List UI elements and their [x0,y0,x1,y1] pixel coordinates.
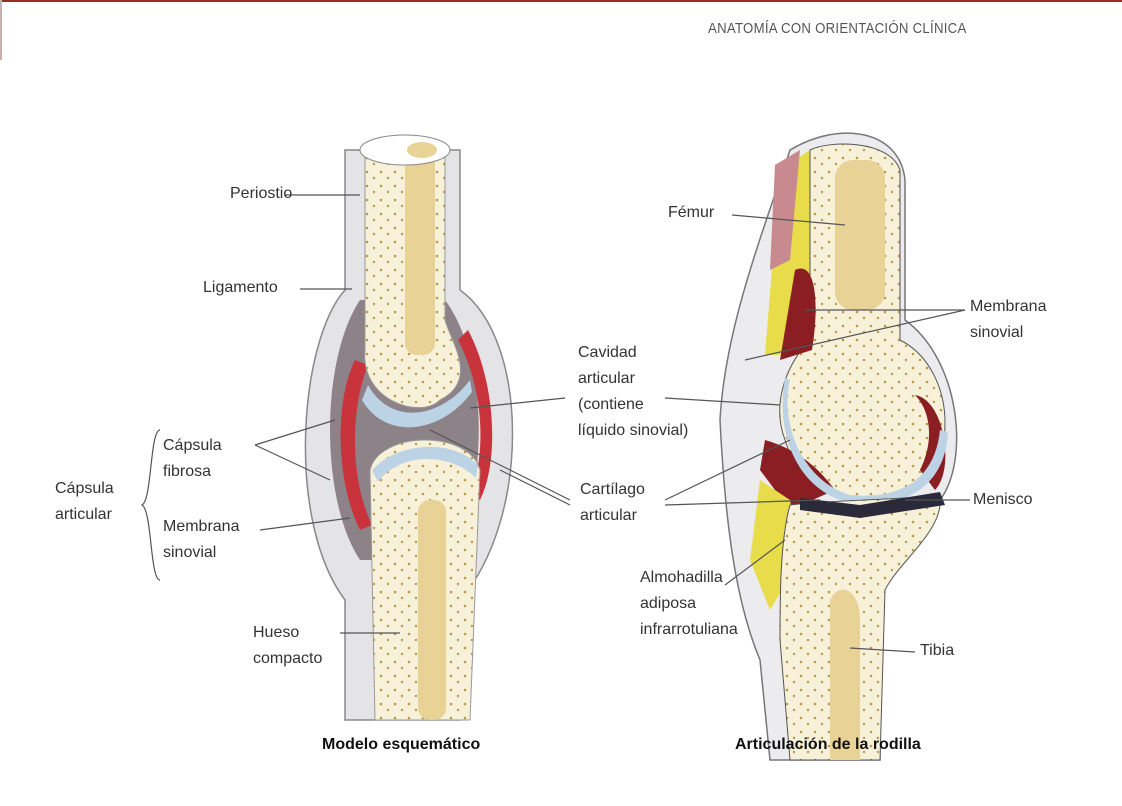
tibia-marrow [830,589,860,760]
cartilage [362,380,478,482]
tibia [779,494,941,761]
tibia-marrow [418,500,446,720]
label-tibia: Tibia [920,642,955,659]
synovial-membrane [760,268,946,510]
knee-joint [719,132,958,761]
leader-lines [140,194,970,653]
label-ligamento: Ligamento [203,279,278,296]
schematic-joint [304,134,514,721]
left-border [0,0,2,60]
label-femur: Fémur [668,204,715,221]
label-periostio: Periostio [230,185,293,202]
caption-left: Modelo esquemático [322,736,481,753]
meniscus [800,492,945,518]
muscle [770,150,800,270]
caption-right: Articulación de la rodilla [735,736,921,753]
synovial-membrane [340,330,493,530]
top-border [0,0,1122,2]
femur-marrow [835,160,885,310]
book-header: ANATOMÍA CON ORIENTACIÓN CLÍNICA [708,20,967,37]
femur-marrow [405,145,435,355]
label-menisco: Menisco [973,491,1033,508]
